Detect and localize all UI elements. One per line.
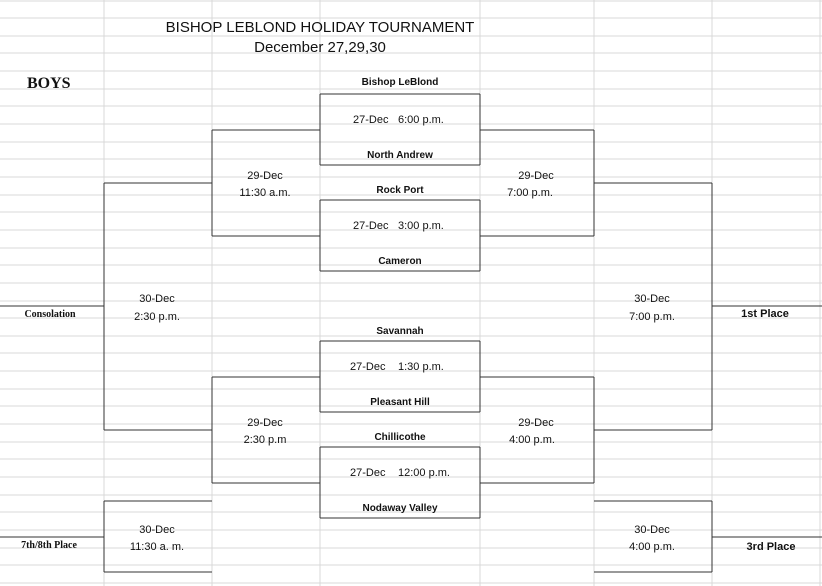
team-rock-port: Rock Port [376,185,424,196]
semi-right-bottom-date: 29-Dec [518,417,554,429]
third-place-label: 3rd Place [746,541,796,553]
consolation-time: 2:30 p.m. [134,311,180,323]
team-nodaway-valley: Nodaway Valley [362,503,438,514]
semi-left-top-time: 11:30 a.m. [239,187,291,199]
seventh-eighth-date: 30-Dec [139,524,175,536]
game3-time: 1:30 p.m. [398,361,444,373]
first-place-date: 30-Dec [634,293,670,305]
team-cameron: Cameron [378,256,422,267]
team-bishop-leblond: Bishop LeBlond [361,77,439,88]
first-place-label: 1st Place [741,308,789,320]
team-savannah: Savannah [376,326,424,337]
division-label: BOYS [27,75,71,92]
game1-date: 27-Dec [353,114,389,126]
game2-time: 3:00 p.m. [398,220,444,232]
semi-left-top-date: 29-Dec [247,170,283,182]
consolation-label: Consolation [24,309,76,320]
semi-right-top-date: 29-Dec [518,170,554,182]
team-north-andrew: North Andrew [367,150,433,161]
consolation-date: 30-Dec [139,293,175,305]
game4-date: 27-Dec [350,467,386,479]
semi-right-bottom-time: 4:00 p.m. [509,434,555,446]
third-place-date: 30-Dec [634,524,670,536]
tournament-title: BISHOP LEBLOND HOLIDAY TOURNAMENT [165,19,475,36]
third-place-time: 4:00 p.m. [629,541,675,553]
game3-date: 27-Dec [350,361,386,373]
game4-time: 12:00 p.m. [398,467,450,479]
game1-time: 6:00 p.m. [398,114,444,126]
first-place-time: 7:00 p.m. [629,311,675,323]
team-chillicothe: Chillicothe [374,432,426,443]
semi-right-top-time: 7:00 p.m. [507,187,553,199]
seventh-eighth-label: 7th/8th Place [21,540,77,551]
team-pleasant-hill: Pleasant Hill [370,397,430,408]
semi-left-bottom-time: 2:30 p.m [243,434,287,446]
seventh-eighth-time: 11:30 a. m. [129,541,185,553]
game2-date: 27-Dec [353,220,389,232]
semi-left-bottom-date: 29-Dec [247,417,283,429]
tournament-dates: December 27,29,30 [254,39,386,56]
